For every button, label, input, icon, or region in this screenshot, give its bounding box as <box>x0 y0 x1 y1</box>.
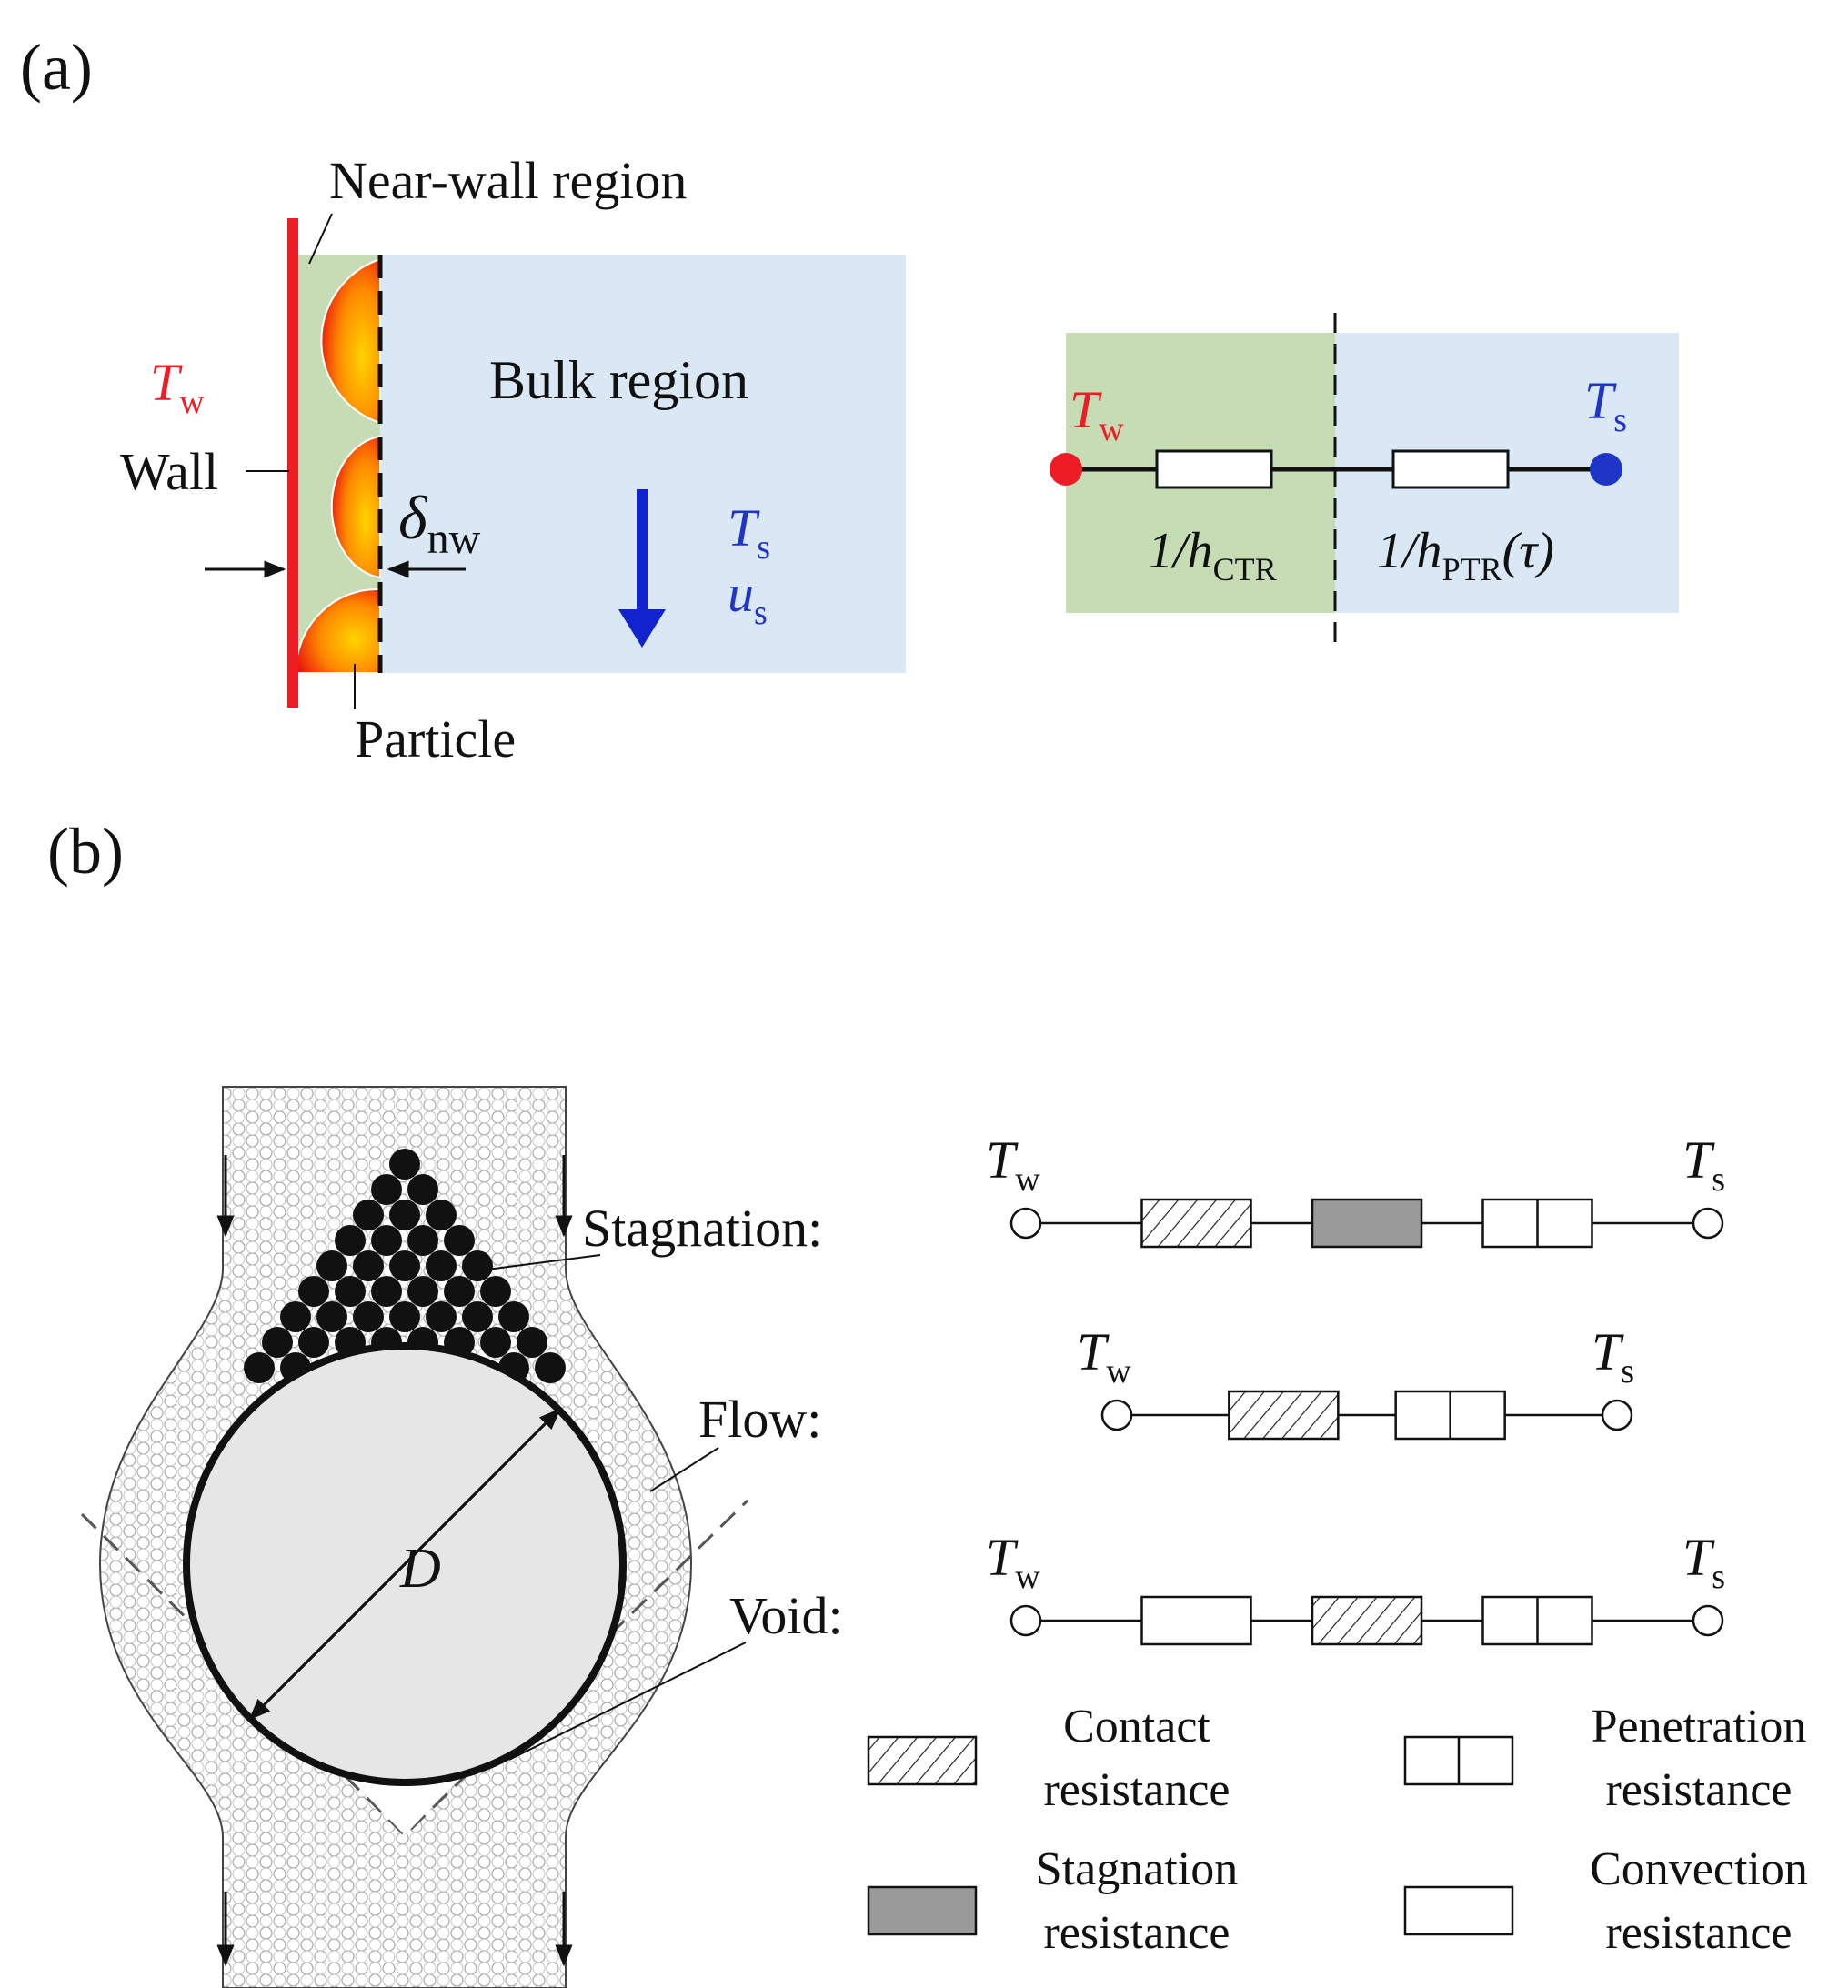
stagnation-particle <box>444 1276 475 1307</box>
ts-label-a: Ts <box>728 498 770 567</box>
stagnation-particle <box>389 1301 420 1332</box>
stagnation-particle <box>389 1250 420 1281</box>
stagnation-particle <box>498 1301 529 1332</box>
ptr-resistor <box>1391 449 1510 489</box>
stagnation-particle <box>480 1276 511 1307</box>
void-leader <box>508 1642 747 1761</box>
stagnation-particle <box>407 1225 438 1256</box>
legend-contact-swatch <box>867 1735 978 1786</box>
circuit-tw-label: Tw <box>1070 380 1124 448</box>
particle-label: Particle <box>355 709 516 768</box>
legend-contact-line1: Contact <box>1063 1701 1210 1752</box>
stagnation-particle <box>298 1276 329 1307</box>
stagnation-particle <box>517 1327 547 1358</box>
diameter-label: D <box>399 1538 441 1600</box>
stagnation-particle <box>407 1174 438 1205</box>
tw-node <box>1100 1399 1133 1431</box>
tw-node <box>1050 453 1082 486</box>
tw-label: Tw <box>150 353 205 421</box>
tw-node <box>1009 1207 1042 1240</box>
stagnation-particle <box>353 1301 384 1332</box>
mode-ts-label: Ts <box>1592 1322 1634 1391</box>
contact-resistor <box>1140 1198 1252 1249</box>
legend-penetration-line1: Penetration <box>1592 1701 1807 1752</box>
mode-tw-label: Tw <box>986 1130 1040 1199</box>
near-wall-region-label: Near-wall region <box>329 151 687 210</box>
ctr-resistor <box>1155 449 1273 489</box>
tw-node <box>1009 1604 1042 1637</box>
mode-label-void: Void: <box>729 1586 843 1645</box>
stagnation-particle <box>426 1200 457 1230</box>
stagnation-particle <box>298 1327 329 1358</box>
diameter-arrow-back <box>248 1408 561 1721</box>
us-label: us <box>728 564 768 632</box>
stagnation-particle <box>480 1327 511 1358</box>
mode-ts-label: Ts <box>1682 1130 1725 1199</box>
stagnation-particle <box>335 1225 366 1256</box>
stagnation-particle <box>316 1250 347 1281</box>
stagnation-particle <box>426 1250 457 1281</box>
stagnation-particle <box>353 1200 384 1230</box>
stagnation-particle <box>462 1250 493 1281</box>
legend-convection-swatch <box>1403 1885 1514 1936</box>
stagnation-particle <box>444 1225 475 1256</box>
stagnation-leader <box>472 1254 601 1272</box>
legend-stagnation-line1: Stagnation <box>1036 1843 1238 1895</box>
stagnation-particle <box>244 1352 275 1383</box>
ts-node <box>1590 453 1622 486</box>
stagnation-particle <box>335 1276 366 1307</box>
stagnation-particle <box>280 1301 311 1332</box>
convection-resistor <box>1140 1595 1252 1646</box>
contact-resistor <box>1228 1390 1340 1441</box>
contact-resistor <box>1311 1595 1423 1646</box>
legend-stagnation-swatch <box>867 1885 978 1936</box>
stagnation-particle <box>262 1327 293 1358</box>
mode-label-flow: Flow: <box>698 1390 821 1449</box>
stagnation-particle <box>389 1149 420 1180</box>
wall-line <box>287 218 298 708</box>
stagnation-resistor <box>1311 1198 1423 1249</box>
mode-ts-label: Ts <box>1682 1528 1725 1596</box>
legend-convection-line1: Convection <box>1590 1843 1808 1895</box>
flow-leader <box>649 1447 719 1492</box>
stagnation-particle <box>407 1276 438 1307</box>
bulk-region-label: Bulk region <box>489 350 748 410</box>
stagnation-particle <box>353 1250 384 1281</box>
legend-convection-line2: resistance <box>1605 1907 1792 1959</box>
stagnation-particle <box>462 1301 493 1332</box>
void-boundary-dashed <box>80 1499 749 1838</box>
near-wall-leader <box>308 213 333 265</box>
stagnation-particle <box>535 1352 566 1383</box>
particle-top <box>320 257 381 425</box>
wall-label: Wall <box>120 442 218 501</box>
particle-middle <box>330 435 381 579</box>
mode-tw-label: Tw <box>986 1528 1040 1596</box>
legend-contact-line2: resistance <box>1043 1764 1230 1816</box>
flow-down-arrow <box>618 489 666 648</box>
stagnation-particle <box>371 1174 402 1205</box>
delta-nw-label: δnw <box>398 483 481 563</box>
legend-stagnation-line2: resistance <box>1043 1907 1230 1959</box>
mode-tw-label: Tw <box>1077 1322 1131 1391</box>
circuit-ts-label: Ts <box>1584 371 1627 439</box>
ts-node <box>1692 1604 1724 1637</box>
panel-a-label: (a) <box>20 31 93 104</box>
panel-b-label: (b) <box>47 815 124 888</box>
ctr-label: 1/hCTR <box>1148 523 1277 587</box>
stagnation-particle <box>371 1276 402 1307</box>
stagnation-particle <box>389 1200 420 1230</box>
stagnation-particle <box>371 1225 402 1256</box>
mode-label-stagnation: Stagnation: <box>582 1199 822 1258</box>
stagnation-particle <box>316 1301 347 1332</box>
ts-node <box>1692 1207 1724 1240</box>
ts-node <box>1601 1399 1633 1431</box>
ptr-label: 1/hPTR(τ) <box>1377 523 1554 587</box>
stagnation-particle <box>426 1301 457 1332</box>
legend-penetration-line2: resistance <box>1605 1764 1792 1816</box>
